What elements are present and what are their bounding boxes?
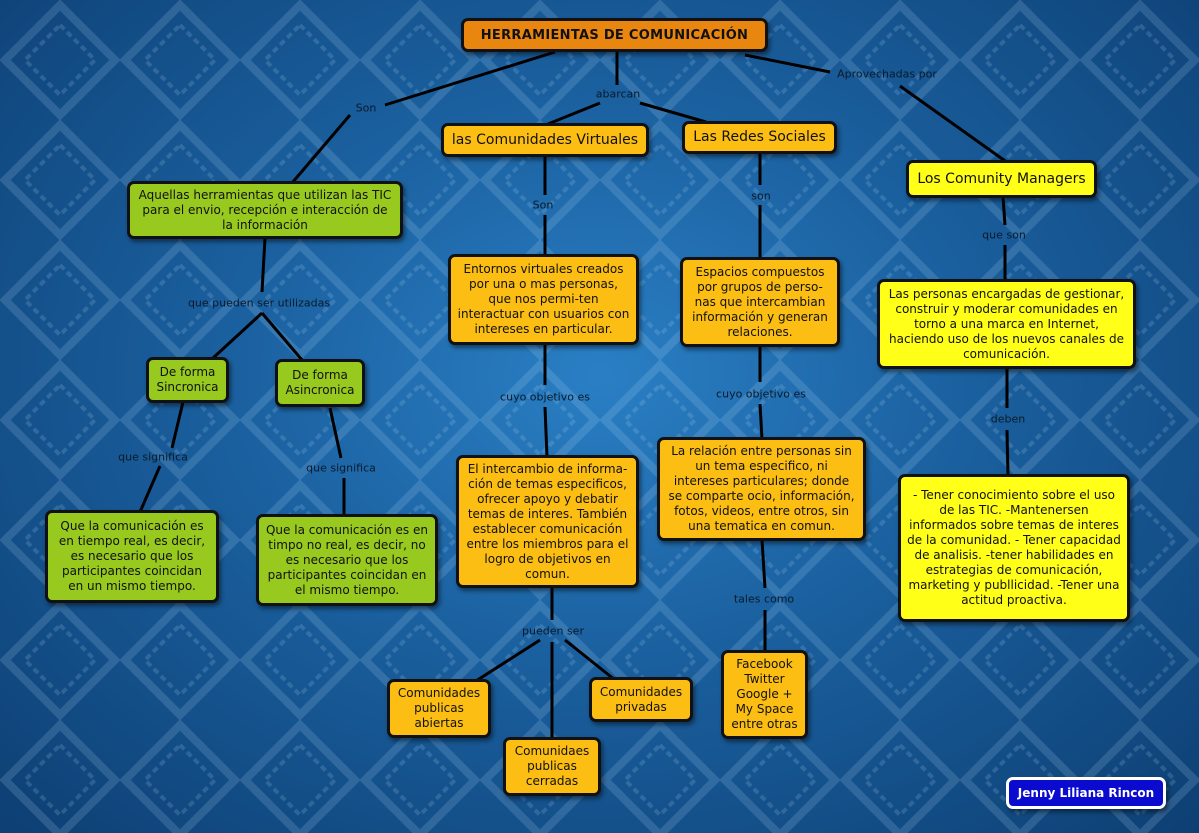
label-que-significa-2: que significa [306, 461, 376, 475]
label-aprovechadas-por: Aprovechadas por [837, 67, 937, 81]
label-son-redes: son [751, 189, 771, 203]
comunity-managers-node: Los Comunity Managers [906, 160, 1097, 198]
comunidades-virtuales-node: las Comunidades Virtuales [441, 123, 649, 157]
author-badge: Jenny Liliana Rincon [1006, 777, 1166, 809]
label-cuyo-objetivo-redes: cuyo objetivo es [716, 387, 806, 401]
definition-node: Aquellas herramientas que utilizan las T… [127, 181, 403, 239]
managers-tasks-node: - Tener conocimiento sobre el uso de las… [898, 474, 1130, 622]
redes-sociales-node: Las Redes Sociales [682, 121, 837, 154]
label-cuyo-objetivo-comunidades: cuyo objetivo es [500, 390, 590, 404]
label-son: Son [355, 101, 377, 115]
redes-definition-node: Espacios compuestos por grupos de perso-… [680, 257, 840, 347]
label-tales-como: tales como [733, 592, 795, 606]
sincronica-definition-node: Que la comunicación es en tiempo real, e… [45, 510, 219, 603]
label-que-significa-1: que significa [118, 450, 188, 464]
label-abarcan: abarcan [595, 87, 641, 101]
comunidades-objective-node: El intercambio de informa-ción de temas … [456, 455, 639, 588]
comunidades-definition-node: Entornos virtuales creados por una o mas… [448, 254, 639, 345]
label-deben: deben [990, 412, 1026, 426]
redes-objective-node: La relación entre personas sin un tema e… [657, 437, 866, 541]
comunidades-abiertas-node: Comunidades publicas abiertas [387, 679, 491, 738]
asincronica-node: De forma Asincronica [275, 359, 365, 407]
label-que-pueden-ser-utilizadas: que pueden ser utilizadas [187, 296, 331, 310]
comunidades-cerradas-node: Comunidaes publicas cerradas [503, 737, 601, 796]
asincronica-definition-node: Que la comunicación es en timpo no real,… [256, 514, 438, 606]
label-que-son: que son [982, 228, 1026, 242]
title-node: HERRAMIENTAS DE COMUNICACIÓN [461, 18, 768, 52]
comunidades-privadas-node: Comunidades privadas [589, 677, 693, 722]
redes-examples-node: Facebook Twitter Google + My Space entre… [721, 650, 808, 739]
managers-definition-node: Las personas encargadas de gestionar, co… [877, 279, 1136, 369]
label-pueden-ser: pueden ser [522, 624, 584, 638]
sincronica-node: De forma Sincronica [146, 357, 229, 403]
label-son-comunidades: Son [532, 198, 554, 212]
